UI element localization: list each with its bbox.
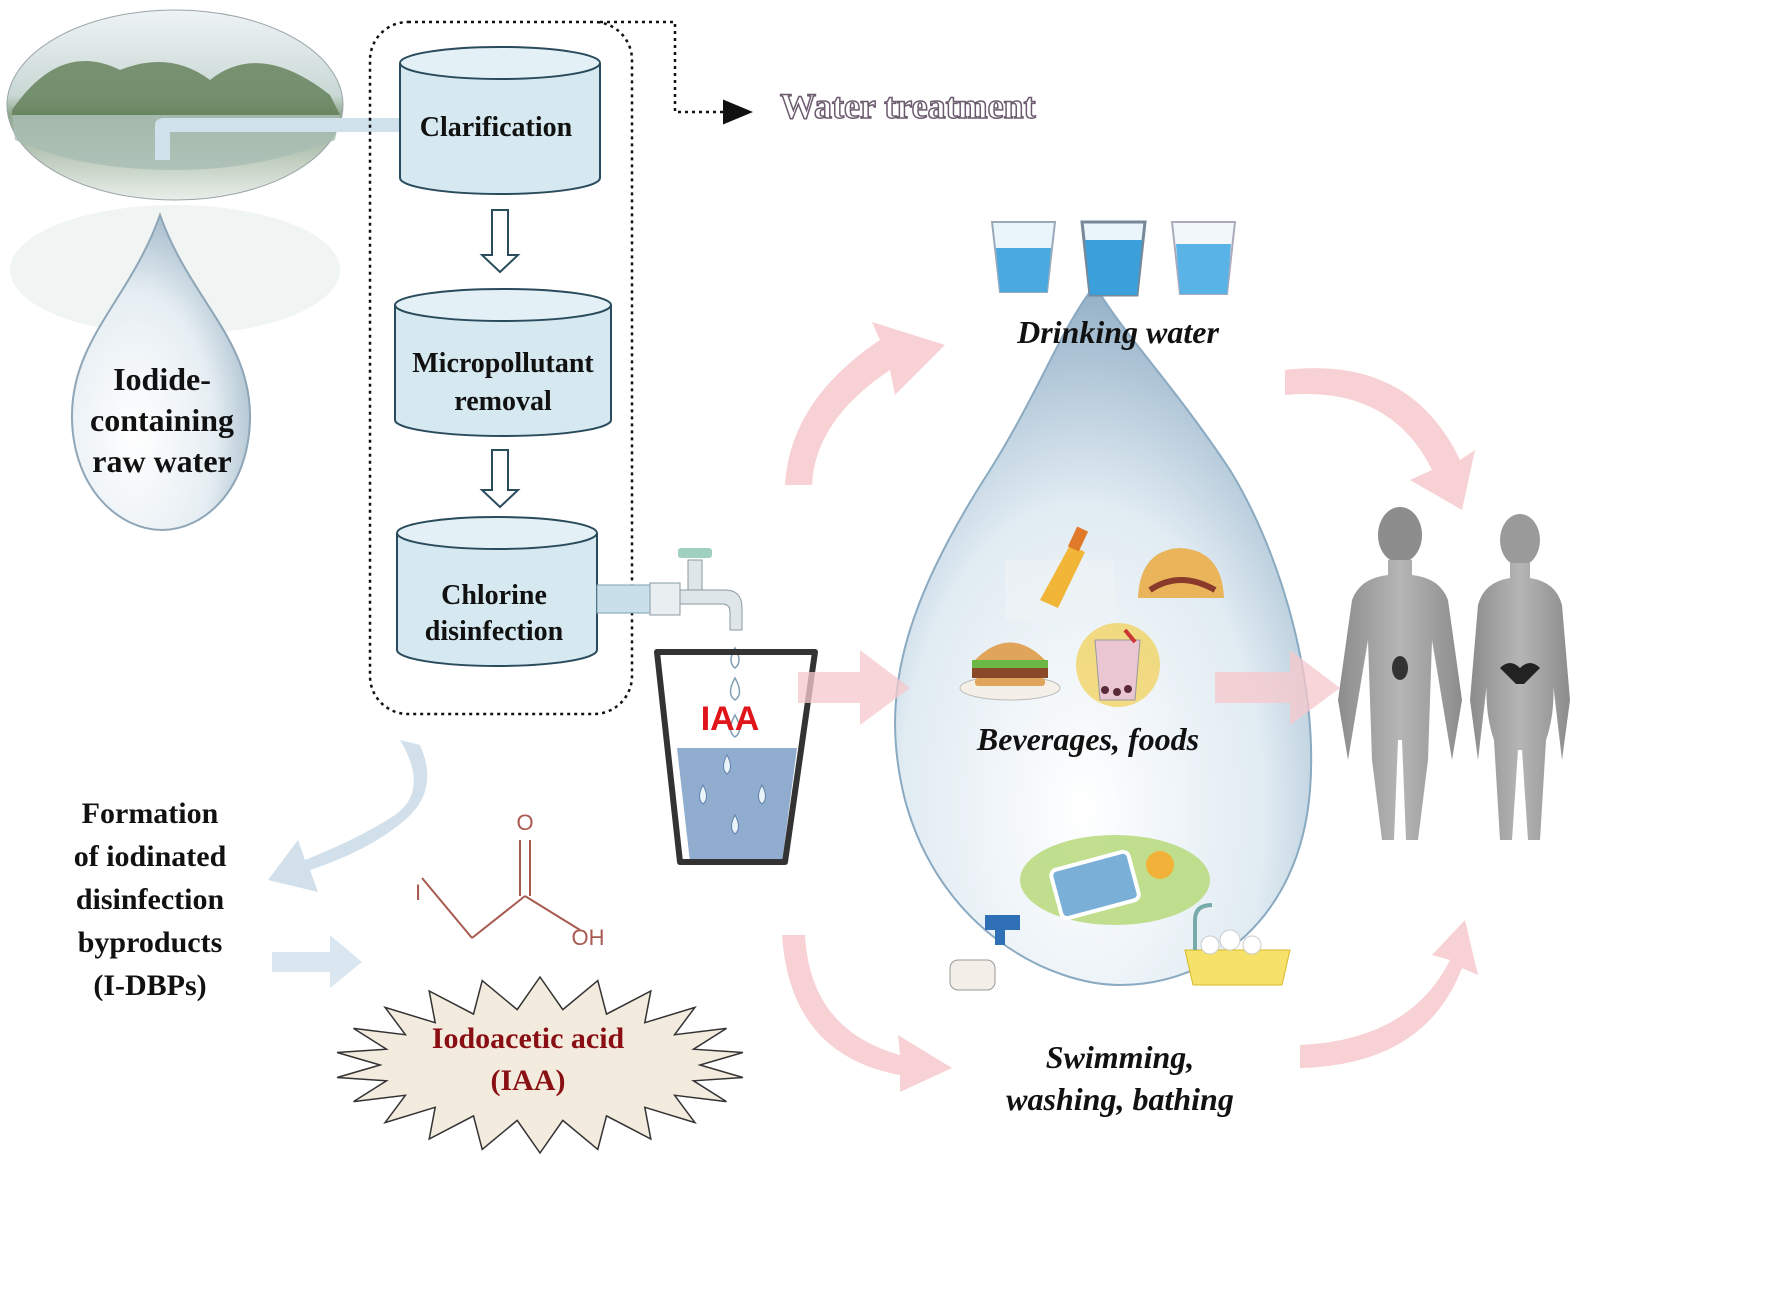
- formation-line3: disinfection: [76, 883, 225, 916]
- drinking-glass-icon: [990, 220, 1237, 297]
- raw-water-line2: containing: [90, 402, 234, 438]
- swimming-line1: Swimming,: [1046, 1039, 1195, 1075]
- hand-washing-icon: [949, 915, 1020, 991]
- faucet-icon: [596, 548, 743, 631]
- disinfection-tank: [396, 516, 598, 667]
- burger-icon: [959, 642, 1061, 701]
- taco-icon: [1138, 548, 1224, 598]
- formation-line5: (I-DBPs): [93, 969, 206, 1002]
- iaa-badge-line2: (IAA): [491, 1064, 566, 1097]
- step-chlorine-line1: Chlorine: [441, 580, 547, 611]
- formation-arrow: [268, 740, 428, 892]
- step-clarification-label: Clarification: [420, 112, 573, 143]
- bathtub-icon: [1184, 903, 1291, 986]
- male-body-icon: [1338, 507, 1462, 840]
- iaa-molecule: [421, 840, 581, 939]
- landscape-image: [6, 9, 400, 335]
- raw-water-line1: Iodide-: [113, 361, 211, 397]
- micropollutant-tank: [394, 288, 612, 437]
- glass-iaa-label: IAA: [701, 700, 760, 738]
- molecule-o-label: O: [516, 810, 533, 835]
- step-chlorine-line2: disinfection: [425, 616, 564, 647]
- iaa-starburst: [336, 975, 744, 1155]
- molecule-oh-label: OH: [572, 925, 605, 950]
- formation-line4: byproducts: [78, 926, 223, 959]
- beverages-foods-label: Beverages, foods: [976, 721, 1199, 757]
- falling-drops: [729, 646, 741, 738]
- step-arrow: [479, 209, 521, 274]
- step-micropollutant-line1: Micropollutant: [412, 348, 594, 379]
- pool-icon: [1020, 835, 1210, 925]
- flow-arrows: [782, 322, 1478, 1092]
- molecule-i-label: I: [415, 880, 421, 905]
- step-micropollutant-line2: removal: [454, 386, 552, 417]
- clarification-tank: [399, 46, 601, 195]
- raw-water-line3: raw water: [92, 443, 231, 479]
- water-glass-icon: [654, 649, 818, 865]
- water-treatment-header: Water treatment: [780, 86, 1036, 126]
- iaa-badge-line1: Iodoacetic acid: [432, 1022, 625, 1055]
- formation-line1: Formation: [82, 797, 219, 830]
- drinking-water-label: Drinking water: [1016, 314, 1219, 350]
- bubble-tea-icon: [1076, 623, 1160, 707]
- formation-line2: of iodinated: [74, 840, 227, 873]
- water-drop-icon: [70, 211, 252, 532]
- swimming-line2: washing, bathing: [1006, 1081, 1234, 1117]
- treatment-frame: [368, 20, 753, 716]
- female-body-icon: [1470, 514, 1570, 840]
- byproduct-arrow: [272, 935, 362, 988]
- beverage-icon: [1005, 526, 1115, 620]
- step-arrow: [479, 449, 521, 509]
